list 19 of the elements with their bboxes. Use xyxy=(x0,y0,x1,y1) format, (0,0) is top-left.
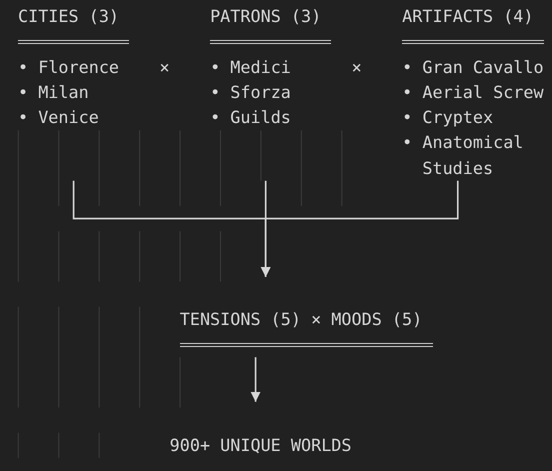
result-text: 900+ UNIQUE WORLDS xyxy=(170,434,352,457)
list-item: • Florence xyxy=(18,56,120,79)
list-item: • Milan xyxy=(18,80,89,104)
connector-arrow xyxy=(260,180,459,277)
column-heading: CITIES (3) xyxy=(18,5,120,28)
list-item: • Venice xyxy=(18,106,99,130)
column-heading: PATRONS (3) xyxy=(210,5,322,28)
combination-heading: TENSIONS (5) × MOODS (5) xyxy=(180,308,422,331)
connector-arrow xyxy=(250,357,261,402)
list-item: • Gran Cavallo xyxy=(402,56,544,79)
multiplication-sign: × xyxy=(160,56,170,79)
multiplication-sign: × xyxy=(352,56,362,79)
list-item: • Medici xyxy=(210,56,291,79)
list-item: • Anatomical Studies xyxy=(402,131,524,180)
column-heading: ARTIFACTS (4) xyxy=(402,5,534,28)
list-item: • Guilds xyxy=(210,106,291,130)
list-item: • Cryptex xyxy=(402,106,494,130)
list-item: • Aerial Screw xyxy=(402,80,544,104)
list-item: • Sforza xyxy=(210,80,291,104)
